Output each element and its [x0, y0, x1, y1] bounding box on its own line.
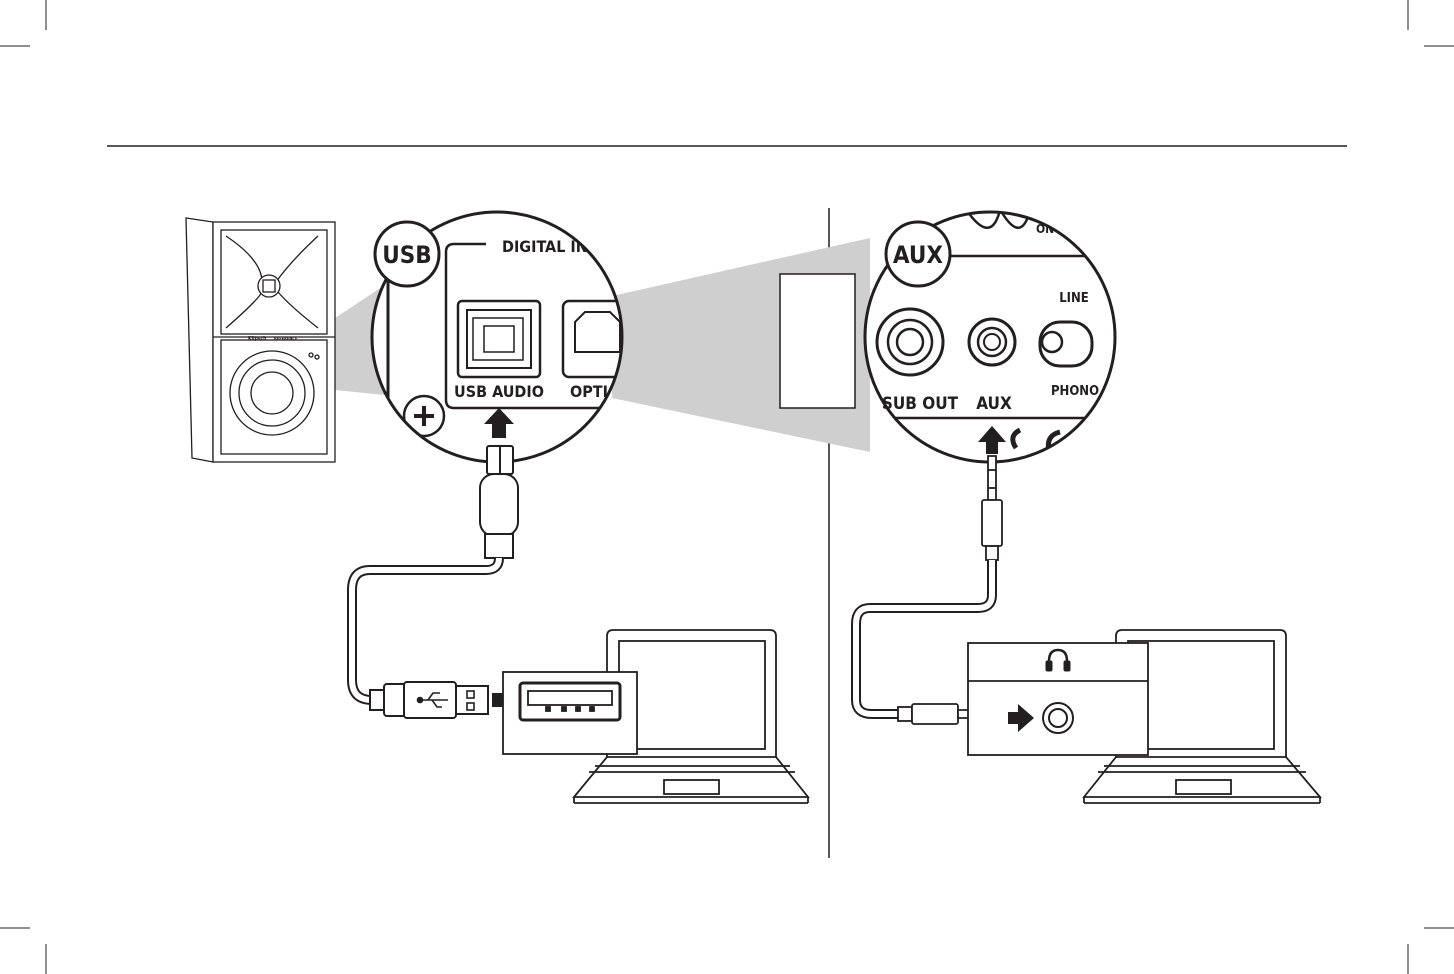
usb-badge-label: USB: [382, 241, 432, 269]
aux-label: AUX: [976, 394, 1012, 414]
sub-out-label: SUB OUT: [882, 394, 959, 414]
digital-in-label: DIGITAL IN: [502, 237, 588, 256]
headphone-port-callout: [968, 643, 1148, 755]
line-label: LINE: [1059, 291, 1089, 306]
aux-badge-label: AUX: [893, 241, 944, 269]
usb-a-port-callout: [503, 672, 637, 754]
aux-plug-top: [982, 456, 1002, 560]
speaker-series: REFERENCE: [274, 336, 298, 341]
speaker-brand: Klipsch: [248, 336, 266, 342]
phono-label: PHONO: [1051, 384, 1099, 399]
usb-cable: [352, 558, 499, 700]
optical-label: OPTIC: [570, 382, 619, 401]
speaker-rear-panel: [780, 274, 855, 408]
usb-audio-label: USB AUDIO: [454, 382, 544, 401]
